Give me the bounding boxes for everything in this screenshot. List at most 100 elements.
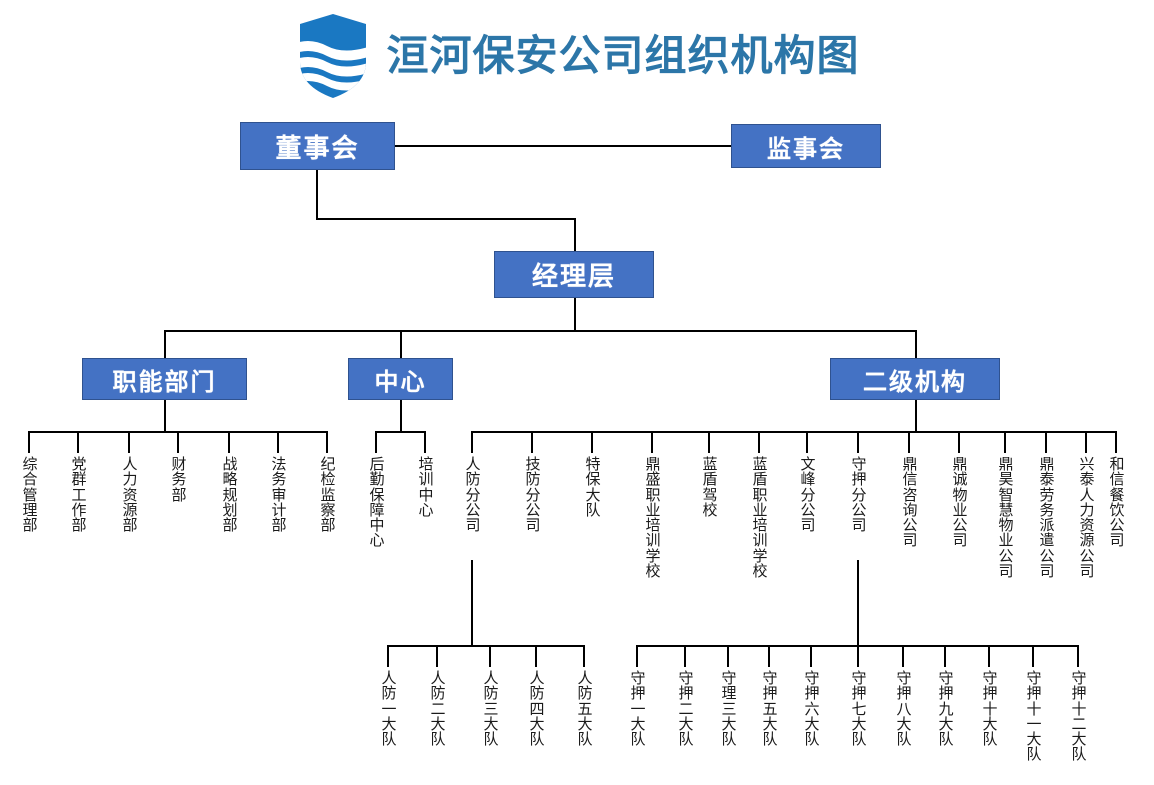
leaf-center-0[interactable]: 后勤保障中心	[369, 457, 385, 550]
tick-secondary-13	[1115, 431, 1117, 453]
connector-board-supervisors	[395, 145, 731, 147]
leaf-secondary-4[interactable]: 蓝盾驾校	[702, 457, 718, 519]
leaf-renfang-0[interactable]: 人防一大队	[381, 671, 397, 749]
tick-renfang-4	[583, 645, 585, 667]
tick-renfang-0	[387, 645, 389, 667]
connector-shouya-down	[857, 560, 859, 645]
leaf-shouya-6[interactable]: 守押八大队	[896, 671, 912, 749]
connector-secondary-down	[915, 400, 917, 431]
tick-shouya-1	[684, 645, 686, 667]
tick-secondary-6	[806, 431, 808, 453]
tick-shouya-8	[988, 645, 990, 667]
leaf-secondary-3[interactable]: 鼎盛职业培训学校	[645, 457, 661, 581]
tick-functional-5	[277, 431, 279, 453]
tick-functional-2	[128, 431, 130, 453]
connector-centers-down	[400, 400, 402, 431]
leaf-shouya-5[interactable]: 守押七大队	[851, 671, 867, 749]
tick-secondary-3	[651, 431, 653, 453]
tick-secondary-5	[758, 431, 760, 453]
tick-shouya-10	[1077, 645, 1079, 667]
connector-management-down	[574, 298, 576, 330]
leaf-secondary-11[interactable]: 鼎泰劳务派遣公司	[1039, 457, 1055, 581]
connector-functional-down	[164, 400, 166, 431]
node-centers[interactable]: 中心	[348, 358, 453, 400]
connector-renfang-bus	[387, 645, 584, 647]
connector-functional-up	[164, 330, 166, 358]
tick-shouya-2	[727, 645, 729, 667]
chart-header: 洹河保安公司组织机构图	[0, 8, 1154, 104]
leaf-renfang-1[interactable]: 人防二大队	[430, 671, 446, 749]
leaf-shouya-1[interactable]: 守押二大队	[678, 671, 694, 749]
leaf-secondary-5[interactable]: 蓝盾职业培训学校	[752, 457, 768, 581]
leaf-functional-2[interactable]: 人力资源部	[122, 457, 138, 535]
tick-renfang-1	[436, 645, 438, 667]
leaf-functional-0[interactable]: 综合管理部	[22, 457, 38, 535]
tick-functional-0	[28, 431, 30, 453]
node-supervisors[interactable]: 监事会	[731, 124, 881, 168]
node-functional-departments[interactable]: 职能部门	[82, 358, 247, 400]
tick-shouya-0	[636, 645, 638, 667]
leaf-secondary-10[interactable]: 鼎昊智慧物业公司	[998, 457, 1014, 581]
leaf-secondary-1[interactable]: 技防分公司	[525, 457, 541, 535]
connector-secondary-up	[915, 330, 917, 358]
leaf-functional-6[interactable]: 纪检监察部	[320, 457, 336, 535]
connector-centers-up	[400, 330, 402, 358]
node-secondary-institutions[interactable]: 二级机构	[830, 358, 1000, 400]
tick-secondary-12	[1085, 431, 1087, 453]
connector-management-up	[574, 218, 576, 251]
connector-board-across	[316, 218, 576, 220]
tick-functional-4	[228, 431, 230, 453]
connector-renfang-down	[471, 560, 473, 645]
node-board[interactable]: 董事会	[240, 122, 395, 170]
connector-secondary-bus	[471, 431, 1116, 433]
tick-functional-1	[77, 431, 79, 453]
tick-secondary-10	[1004, 431, 1006, 453]
leaf-renfang-3[interactable]: 人防四大队	[529, 671, 545, 749]
leaf-secondary-8[interactable]: 鼎信咨询公司	[902, 457, 918, 550]
leaf-renfang-4[interactable]: 人防五大队	[577, 671, 593, 749]
leaf-functional-5[interactable]: 法务审计部	[271, 457, 287, 535]
tick-secondary-8	[908, 431, 910, 453]
leaf-secondary-6[interactable]: 文峰分公司	[800, 457, 816, 535]
connector-level2-bus	[164, 330, 916, 332]
leaf-renfang-2[interactable]: 人防三大队	[483, 671, 499, 749]
tick-secondary-9	[958, 431, 960, 453]
leaf-secondary-7[interactable]: 守押分公司	[851, 457, 867, 535]
leaf-shouya-9[interactable]: 守押十一大队	[1026, 671, 1042, 764]
tick-shouya-4	[810, 645, 812, 667]
node-management[interactable]: 经理层	[494, 251, 654, 298]
tick-renfang-3	[535, 645, 537, 667]
leaf-functional-3[interactable]: 财务部	[171, 457, 187, 504]
tick-renfang-2	[489, 645, 491, 667]
tick-shouya-5	[857, 645, 859, 667]
tick-center-0	[375, 431, 377, 453]
tick-functional-3	[177, 431, 179, 453]
leaf-center-1[interactable]: 培训中心	[418, 457, 434, 519]
tick-shouya-3	[768, 645, 770, 667]
leaf-secondary-13[interactable]: 和信餐饮公司	[1109, 457, 1125, 550]
leaf-secondary-9[interactable]: 鼎诚物业公司	[952, 457, 968, 550]
leaf-shouya-3[interactable]: 守押五大队	[762, 671, 778, 749]
tick-shouya-9	[1032, 645, 1034, 667]
leaf-functional-4[interactable]: 战略规划部	[222, 457, 238, 535]
shield-river-logo	[300, 14, 367, 98]
leaf-secondary-2[interactable]: 特保大队	[585, 457, 601, 519]
leaf-functional-1[interactable]: 党群工作部	[71, 457, 87, 535]
page-title: 洹河保安公司组织机构图	[386, 32, 860, 79]
tick-shouya-7	[944, 645, 946, 667]
leaf-shouya-4[interactable]: 守押六大队	[804, 671, 820, 749]
leaf-shouya-10[interactable]: 守押十二大队	[1071, 671, 1087, 764]
tick-secondary-11	[1045, 431, 1047, 453]
leaf-shouya-2[interactable]: 守理三大队	[721, 671, 737, 749]
leaf-shouya-8[interactable]: 守押十大队	[982, 671, 998, 749]
leaf-shouya-0[interactable]: 守押一大队	[630, 671, 646, 749]
tick-secondary-0	[471, 431, 473, 453]
tick-secondary-2	[591, 431, 593, 453]
connector-board-down	[316, 170, 318, 218]
leaf-secondary-12[interactable]: 兴泰人力资源公司	[1079, 457, 1095, 581]
tick-secondary-7	[857, 431, 859, 453]
tick-shouya-6	[902, 645, 904, 667]
leaf-secondary-0[interactable]: 人防分公司	[465, 457, 481, 535]
leaf-shouya-7[interactable]: 守押九大队	[938, 671, 954, 749]
